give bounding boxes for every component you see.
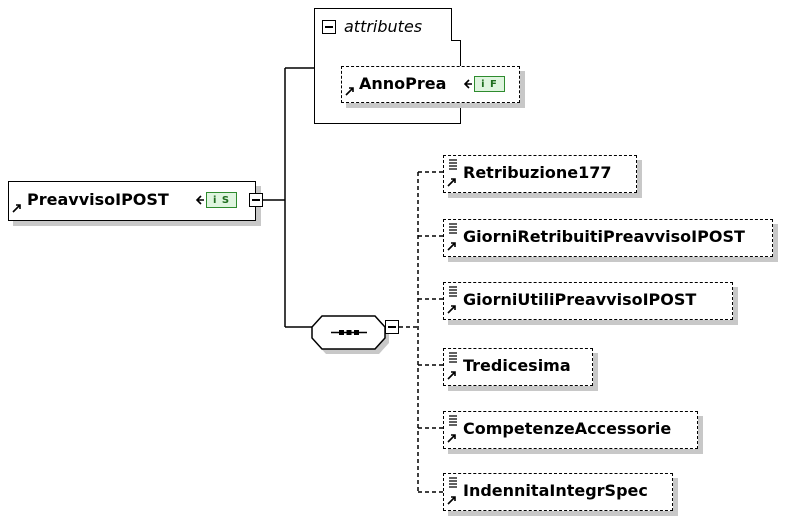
child-element-label: GiorniRetribuitiPreavvisoIPOST — [463, 227, 745, 246]
child-element-label: GiorniUtiliPreavvisoIPOST — [463, 290, 697, 309]
element-ref-icon — [447, 477, 457, 505]
child-element-label: Tredicesima — [463, 356, 571, 375]
element-ref-icon — [447, 286, 457, 314]
collapse-toggle-attributes[interactable] — [322, 20, 336, 34]
collapse-toggle-root[interactable] — [249, 193, 263, 207]
attributes-group-title: attributes — [344, 17, 423, 36]
element-ref-icon — [447, 223, 457, 251]
attribute-arrow-icon — [195, 195, 204, 205]
root-element-label: PreavvisoIPOST — [27, 190, 169, 209]
element-ref-icon — [447, 415, 457, 443]
attribute-arrow-icon — [463, 79, 472, 89]
element-ref-icon — [447, 352, 457, 380]
type-badge: i F — [474, 76, 505, 92]
child-element-label: IndennitaIntegrSpec — [463, 481, 648, 500]
child-element-label: Retribuzione177 — [463, 163, 612, 182]
element-ref-icon — [447, 159, 457, 187]
collapse-toggle-sequence[interactable] — [385, 320, 399, 334]
sequence-compositor[interactable] — [309, 310, 399, 356]
child-element-label: CompetenzeAccessorie — [463, 419, 672, 438]
type-badge: i S — [206, 192, 237, 208]
attribute-label: AnnoPrea — [359, 74, 447, 93]
reference-arrow-icon — [12, 204, 21, 213]
reference-arrow-icon — [345, 87, 354, 96]
